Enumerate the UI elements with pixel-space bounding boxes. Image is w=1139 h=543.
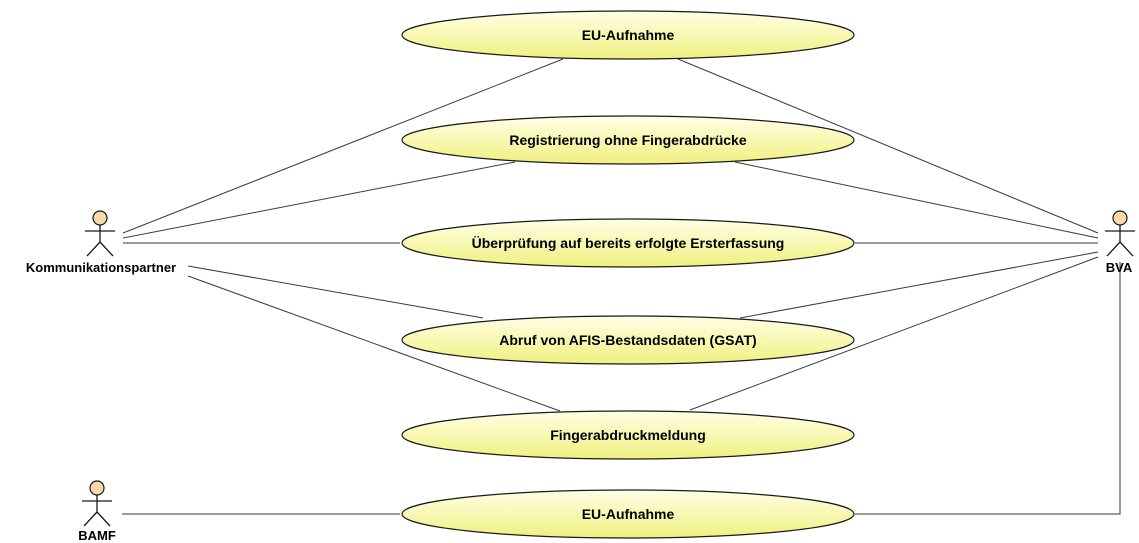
use-case-label: Fingerabdruckmeldung [550, 427, 706, 443]
use-case-ellipse [401, 410, 855, 460]
use-case-label: EU-Aufnahme [582, 506, 675, 522]
use-case-eu-aufnahme-bottom: EU-Aufnahme [401, 489, 855, 539]
actor-stick-figure-icon [82, 480, 112, 527]
use-case-fingerabdruckmeldung: Fingerabdruckmeldung [401, 410, 855, 460]
association-kommunikationspartner-uc4 [187, 265, 484, 319]
use-case-label: Registrierung ohne Fingerabdrücke [509, 132, 746, 148]
actor-label: Kommunikationspartner [26, 260, 176, 275]
association-bva-uc2 [734, 161, 1099, 239]
association-bva-uc1 [677, 58, 1099, 234]
actor-label: BVA [1106, 260, 1133, 275]
associations [122, 58, 1121, 515]
use-case-ellipse [401, 218, 855, 268]
actor-label: BAMF [78, 528, 116, 543]
use-case-ueberpruefung: Überprüfung auf bereits erfolgte Ersterf… [401, 218, 855, 268]
use-case-label: Überprüfung auf bereits erfolgte Ersterf… [472, 235, 785, 251]
use-case-eu-aufnahme-top: EU-Aufnahme [401, 10, 855, 60]
association-kommunikationspartner-uc1 [122, 58, 564, 234]
association-bva-uc5 [689, 256, 1099, 411]
use-case-label: EU-Aufnahme [582, 27, 675, 43]
association-kommunikationspartner-uc2 [122, 161, 516, 239]
actor-stick-figure-icon [1105, 210, 1135, 257]
use-cases: EU-Aufnahme Registrierung ohne Fingerabd… [401, 10, 855, 539]
use-case-label: Abruf von AFIS-Bestandsdaten (GSAT) [499, 332, 756, 348]
use-case-abruf-afis: Abruf von AFIS-Bestandsdaten (GSAT) [401, 315, 855, 365]
use-case-ellipse [401, 489, 855, 539]
use-case-ellipse [401, 10, 855, 60]
actor-bamf: BAMF [78, 480, 116, 543]
use-case-registrierung: Registrierung ohne Fingerabdrücke [401, 115, 855, 165]
actor-stick-figure-icon [85, 210, 115, 257]
actor-kommunikationspartner: Kommunikationspartner [26, 210, 176, 275]
use-case-ellipse [401, 115, 855, 165]
actor-bva: BVA [1105, 210, 1135, 275]
use-case-ellipse [401, 315, 855, 365]
association-bva-uc6 [855, 262, 1121, 515]
association-bva-uc4 [739, 251, 1099, 319]
association-kommunikationspartner-uc5 [187, 275, 561, 412]
